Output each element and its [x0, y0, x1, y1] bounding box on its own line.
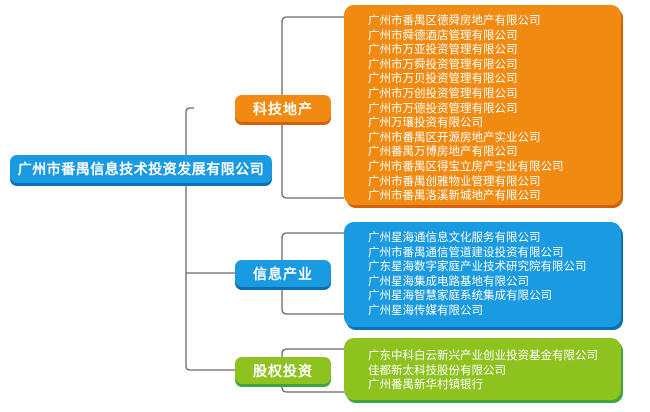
company-item: 广州星海通信息文化服务有限公司: [368, 230, 541, 244]
category-equity-investment: 股权投资: [235, 357, 331, 384]
company-item: 广东中科白云新兴产业创业投资基金有限公司: [368, 348, 598, 362]
company-item: 广州市番禺洛溪新城地产有限公司: [368, 188, 541, 203]
company-item: 广州市舜德酒店管理有限公司: [368, 27, 518, 42]
company-item: 广州市万亚投资管理有限公司: [368, 42, 518, 57]
root-company-node: 广州市番禺信息技术投资发展有限公司: [10, 155, 272, 183]
company-item: 广州番禺新华村镇银行: [368, 377, 483, 392]
company-item: 广州市番禺区德舜房地产有限公司: [368, 13, 541, 27]
company-item: 广州市番禺区得宝立房产实业有限公司: [368, 158, 564, 173]
tech-realestate-company-list: 广州市番禺区德舜房地产有限公司 广州市舜德酒店管理有限公司 广州市万亚投资管理有…: [344, 5, 621, 205]
info-industry-company-list: 广州星海通信息文化服务有限公司 广州市番禺通信管道建设投资有限公司 广东星海数字…: [344, 222, 621, 327]
company-item: 广州星海集成电路基地有限公司: [368, 273, 529, 288]
company-item: 广州市万舜投资管理有限公司: [368, 56, 518, 71]
trunk-connector: [185, 107, 240, 371]
company-item: 广州市万创投资管理有限公司: [368, 85, 518, 100]
company-item: 广州星海传媒有限公司: [368, 302, 483, 317]
category-tech-realestate: 科技地产: [235, 95, 331, 122]
company-item: 广东星海数字家庭产业技术研究院有限公司: [368, 259, 587, 274]
company-item: 广州万瓖投资有限公司: [368, 115, 483, 130]
company-item: 广州市万德投资管理有限公司: [368, 100, 518, 115]
company-item: 广州星海智慧家庭系统集成有限公司: [368, 288, 552, 303]
company-item: 广州市万贝投资管理有限公司: [368, 71, 518, 86]
company-item: 广州市番禺通信管道建设投资有限公司: [368, 244, 564, 259]
category-info-industry: 信息产业: [235, 260, 331, 287]
company-item: 广州市番禺区开源房地产实业公司: [368, 129, 541, 144]
company-item: 广州番禺万博房地产有限公司: [368, 144, 518, 159]
company-item: 佳都新太科技股份有限公司: [368, 362, 506, 377]
equity-investment-company-list: 广东中科白云新兴产业创业投资基金有限公司 佳都新太科技股份有限公司 广州番禺新华…: [344, 338, 621, 400]
company-item: 广州市番禺创雅物业管理有限公司: [368, 173, 541, 188]
